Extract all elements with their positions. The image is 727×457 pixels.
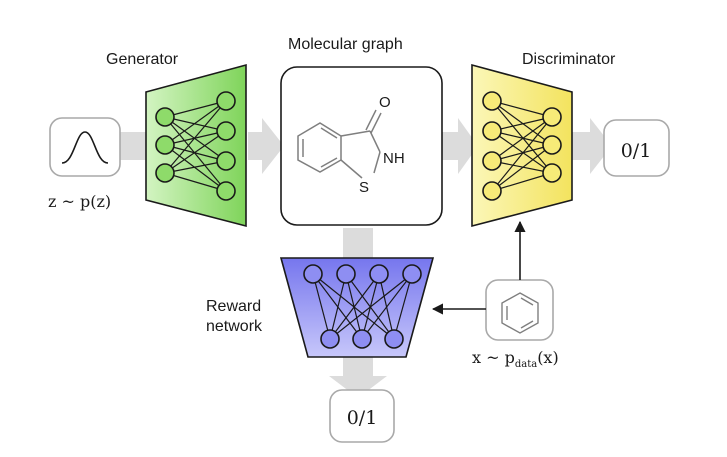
data-distribution-subscript: data — [515, 359, 537, 370]
generator-nodes — [155, 91, 236, 201]
discriminator-edge — [491, 144, 553, 192]
generator-edges — [164, 100, 227, 192]
reward-output-label: 0/1 — [347, 407, 378, 429]
discriminator-node — [482, 151, 502, 171]
generator-edge — [164, 160, 227, 174]
discriminator-node — [542, 135, 562, 155]
generator-node — [216, 91, 236, 111]
discriminator-node — [482, 181, 502, 201]
discriminator-nodes — [482, 91, 562, 201]
molecular-graph-box: O NH S — [280, 66, 443, 226]
generator-label: Generator — [106, 51, 179, 68]
reward-label-line1: Reward — [206, 298, 261, 315]
discriminator-edge — [491, 100, 553, 174]
discriminator-edge — [491, 100, 553, 118]
discriminator-node — [542, 163, 562, 183]
reward-edge — [361, 273, 413, 340]
generator-edge — [164, 100, 227, 174]
generator-edge — [164, 130, 227, 146]
data-distribution-tail: (x) — [537, 348, 559, 367]
discriminator-edge — [491, 116, 553, 192]
noise-distribution-label: z ~ p(z) — [48, 192, 111, 211]
benzene-icon — [501, 292, 539, 334]
molecule-structure — [297, 109, 382, 179]
generator-node — [155, 163, 175, 183]
generator-node — [155, 107, 175, 127]
generator-edge — [164, 116, 227, 162]
discriminator-node — [482, 121, 502, 141]
discriminator-edges — [491, 100, 553, 192]
discriminator-output-box: 0/1 — [603, 119, 670, 177]
generator-node — [216, 181, 236, 201]
generator-edge — [164, 144, 227, 192]
generator-edge — [164, 172, 227, 192]
flow-arrow-reward-to-output — [329, 356, 387, 398]
discriminator-edge — [491, 144, 553, 162]
discriminator-label: Discriminator — [522, 51, 616, 68]
reward-nodes — [303, 264, 422, 349]
noise-input-box — [49, 117, 121, 177]
data-distribution-label: x ~ pdata(x) — [472, 348, 559, 370]
reward-edge — [329, 273, 380, 340]
reward-node — [352, 329, 372, 349]
oxygen-atom-label: O — [379, 94, 391, 111]
discriminator-edge — [491, 130, 553, 146]
flow-arrow-discriminator-to-output — [572, 118, 612, 174]
generator-edge — [164, 144, 227, 162]
reward-edges — [312, 273, 413, 340]
generator-node — [155, 135, 175, 155]
discriminator-node — [542, 107, 562, 127]
molecular-graph-label: Molecular graph — [288, 36, 403, 53]
reward-edge — [329, 273, 413, 340]
reward-label-line2: network — [206, 318, 263, 335]
flow-arrow-graph-to-reward — [343, 228, 373, 258]
reward-output-box: 0/1 — [329, 389, 395, 443]
discriminator-edge — [491, 116, 553, 162]
reward-edge — [329, 273, 347, 340]
reward-edge — [393, 273, 413, 340]
reward-node — [402, 264, 422, 284]
discriminator-edge — [491, 130, 553, 174]
generator-edge — [164, 100, 227, 146]
reward-node — [336, 264, 356, 284]
reward-node — [369, 264, 389, 284]
discriminator-edge — [491, 116, 553, 132]
generator-edge — [164, 116, 227, 132]
real-data-box — [485, 279, 554, 341]
generator-node — [216, 121, 236, 141]
discriminator-edge — [491, 100, 553, 146]
reward-node — [384, 329, 404, 349]
gaussian-curve-icon — [61, 131, 109, 164]
reward-node — [320, 329, 340, 349]
data-distribution-main: x ~ p — [472, 348, 515, 367]
flow-arrow-generator-to-graph — [248, 118, 284, 174]
generator-network — [145, 63, 247, 228]
generator-edge — [164, 130, 227, 174]
flow-arrows — [118, 118, 612, 398]
discriminator-edge — [491, 160, 553, 174]
generator-node — [216, 151, 236, 171]
discriminator-network — [471, 63, 573, 228]
reward-edge — [312, 273, 331, 340]
sulfur-atom-label: S — [359, 179, 369, 196]
generator-edge — [164, 100, 227, 118]
flow-arrow-graph-to-discriminator — [442, 118, 478, 174]
nitrogen-atom-label: NH — [383, 150, 405, 167]
flow-arrow-noise-to-generator — [118, 132, 146, 160]
discriminator-edge — [491, 172, 553, 192]
generator-edge — [164, 116, 227, 192]
discriminator-output-label: 0/1 — [621, 140, 652, 162]
discriminator-node — [482, 91, 502, 111]
reward-node — [303, 264, 323, 284]
reward-network — [279, 257, 435, 358]
